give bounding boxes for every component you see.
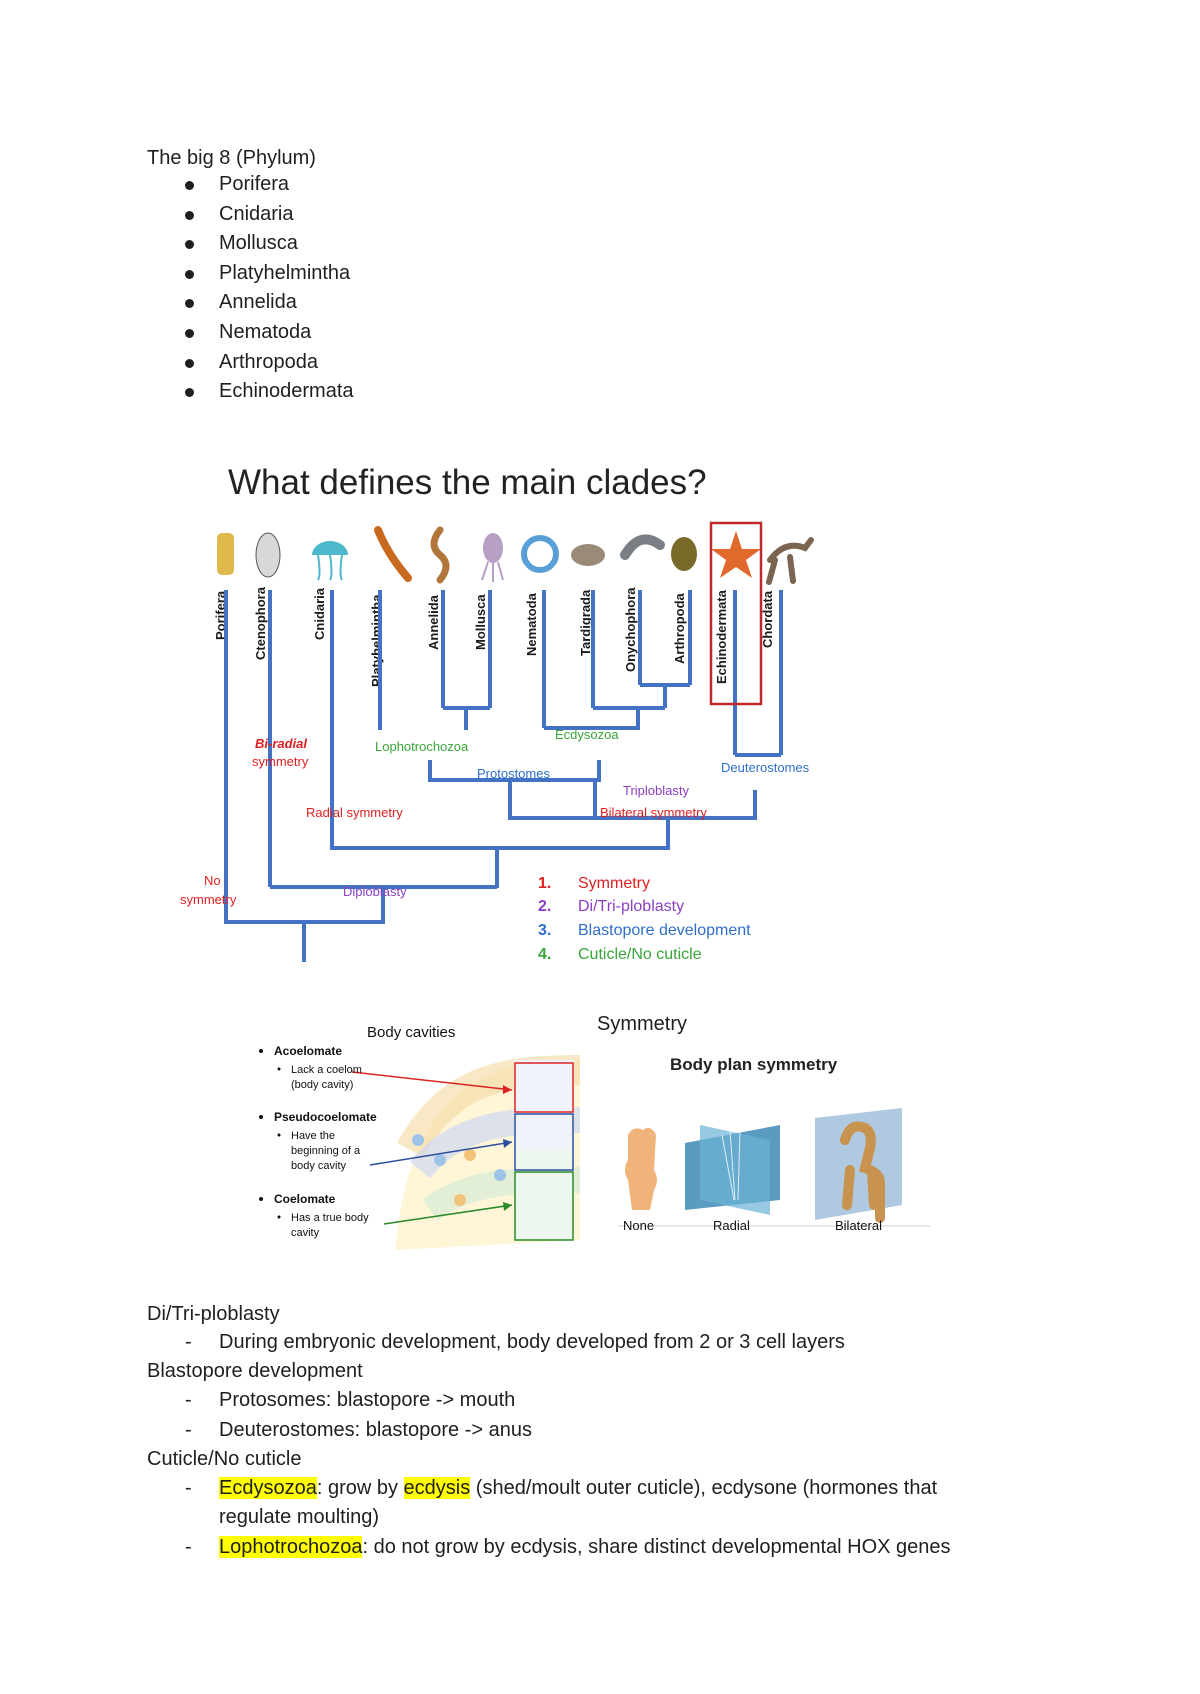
svg-text:Symmetry: Symmetry xyxy=(578,875,650,892)
blastopore-heading: Blastopore development xyxy=(147,1360,363,1382)
diploblasty-heading: Di/Tri-ploblasty xyxy=(147,1303,280,1325)
svg-text:Radial symmetry: Radial symmetry xyxy=(306,805,403,820)
phylum-heading: The big 8 (Phylum) xyxy=(147,147,316,169)
svg-text:body cavity: body cavity xyxy=(291,1160,347,1172)
highlighted-term: Lophotrochozoa xyxy=(219,1536,363,1558)
svg-text:symmetry: symmetry xyxy=(180,892,237,907)
list-item: Porifera xyxy=(147,172,354,202)
starfish-icon xyxy=(711,531,761,578)
bullet-icon xyxy=(185,210,194,220)
svg-text:Have the: Have the xyxy=(291,1130,335,1142)
svg-text:Di/Tri-ploblasty: Di/Tri-ploblasty xyxy=(578,898,684,915)
svg-text:beginning of a: beginning of a xyxy=(291,1145,361,1157)
svg-text:Diploblasty: Diploblasty xyxy=(343,884,407,899)
animal-icons xyxy=(217,526,814,585)
jellyfish-icon xyxy=(312,541,348,555)
svg-text:Ecdysozoa: Ecdysozoa xyxy=(555,727,619,742)
taxon-label: Cnidaria xyxy=(312,587,327,640)
list-item: Mollusca xyxy=(147,231,354,261)
body-cavities-figure: Body cavities Acoelomate Lack a coelom (… xyxy=(259,1024,581,1250)
acoelomate-box xyxy=(514,1062,574,1113)
list-item: Nematoda xyxy=(147,320,354,350)
taxon-label: Tardigrada xyxy=(578,589,593,656)
taxon-label: Echinodermata xyxy=(714,589,729,684)
svg-text:Bilateral symmetry: Bilateral symmetry xyxy=(600,805,707,820)
svg-text:3.: 3. xyxy=(538,922,551,939)
bullet-icon xyxy=(185,328,194,338)
bullet-icon xyxy=(185,299,194,309)
bullet-icon xyxy=(185,388,194,398)
svg-text:Pseudocoelomate: Pseudocoelomate xyxy=(274,1110,377,1124)
clade-diagram-title: What defines the main clades? xyxy=(228,463,707,502)
taxon-label: Nematoda xyxy=(524,592,539,656)
highlighted-term: ecdysis xyxy=(403,1477,471,1499)
taxon-label: Annelida xyxy=(426,594,441,650)
taxon-label: Mollusca xyxy=(473,594,488,650)
sponge-none-icon xyxy=(625,1127,657,1210)
diagram-key: 1. Symmetry 2. Di/Tri-ploblasty 3. Blast… xyxy=(538,875,751,963)
sponge-icon xyxy=(217,533,234,575)
svg-text:Bilateral: Bilateral xyxy=(835,1218,882,1233)
highlighted-term: Ecdysozoa xyxy=(219,1477,317,1499)
svg-text:2.: 2. xyxy=(538,898,551,915)
svg-text:cavity: cavity xyxy=(291,1227,320,1239)
svg-text:symmetry: symmetry xyxy=(252,754,309,769)
svg-text:(body cavity): (body cavity) xyxy=(291,1079,353,1091)
svg-text:4.: 4. xyxy=(538,946,551,963)
squid-icon xyxy=(483,533,503,563)
taxon-label: Ctenophora xyxy=(253,586,268,660)
list-item: Cnidaria xyxy=(147,202,354,232)
svg-text:Radial: Radial xyxy=(713,1218,750,1233)
symmetry-figure: Symmetry Body plan symmetry None Radial … xyxy=(597,1013,930,1233)
svg-text:Cuticle/No cuticle: Cuticle/No cuticle xyxy=(578,946,702,963)
taxon-label: Onychophora xyxy=(623,587,638,672)
svg-text:Bi-radial: Bi-radial xyxy=(255,736,307,751)
list-item: Echinodermata xyxy=(147,379,354,409)
bullet-icon xyxy=(185,358,194,368)
taxon-label: Chordata xyxy=(760,590,775,648)
svg-text:1.: 1. xyxy=(538,875,551,892)
body-cavities-title: Body cavities xyxy=(367,1024,455,1041)
list-item: Platyhelmintha xyxy=(147,261,354,291)
highlight-box xyxy=(709,521,763,706)
svg-text:Protostomes: Protostomes xyxy=(477,766,550,781)
comb-jelly-icon xyxy=(255,532,281,578)
flatworm-icon xyxy=(374,526,412,582)
velvet-worm-icon xyxy=(620,534,665,560)
bullet-icon xyxy=(185,181,194,190)
svg-text:None: None xyxy=(623,1218,654,1233)
bullet-icon xyxy=(185,240,194,250)
taxon-label: Arthropoda xyxy=(672,592,687,664)
beetle-icon xyxy=(671,537,697,571)
svg-text:Deuterostomes: Deuterostomes xyxy=(721,760,810,775)
node-labels: Bi-radial symmetry Lophotrochozoa Ecdyso… xyxy=(180,727,810,907)
nematode-icon xyxy=(521,535,559,573)
coelomate-box xyxy=(514,1171,574,1241)
kangaroo-icon xyxy=(766,537,814,585)
list-item: Annelida xyxy=(147,290,354,320)
symmetry-caption: Symmetry xyxy=(597,1013,687,1035)
symmetry-title: Body plan symmetry xyxy=(670,1055,838,1074)
cuticle-heading: Cuticle/No cuticle xyxy=(147,1448,302,1470)
svg-text:Blastopore development: Blastopore development xyxy=(578,922,751,939)
list-item: Arthropoda xyxy=(147,350,354,380)
bullet-icon xyxy=(185,269,194,279)
pseudocoelomate-box xyxy=(514,1113,574,1171)
tardigrade-icon xyxy=(571,544,605,566)
phylum-list: Porifera Cnidaria Mollusca Platyhelminth… xyxy=(147,172,354,409)
annelid-icon xyxy=(430,526,450,584)
svg-text:Has a true body: Has a true body xyxy=(291,1212,369,1224)
svg-text:Triploblasty: Triploblasty xyxy=(623,783,689,798)
tree-branches xyxy=(224,590,783,962)
svg-text:Lophotrochozoa: Lophotrochozoa xyxy=(375,739,469,754)
svg-text:Acoelomate: Acoelomate xyxy=(274,1044,342,1058)
svg-text:No: No xyxy=(204,873,221,888)
svg-text:Lack a coelom: Lack a coelom xyxy=(291,1064,362,1076)
svg-text:Coelomate: Coelomate xyxy=(274,1192,336,1206)
